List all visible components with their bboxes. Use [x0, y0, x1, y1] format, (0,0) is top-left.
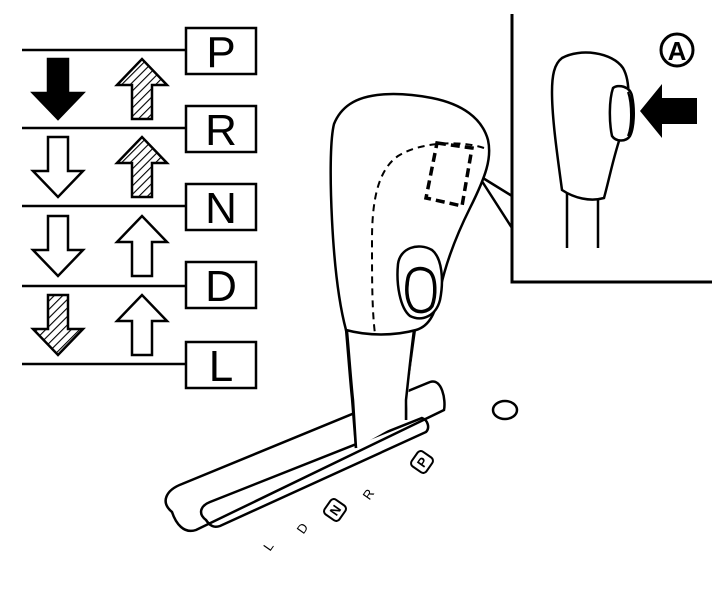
gear-row-d: D [31, 260, 258, 357]
gear-box [184, 104, 258, 154]
gate-label-n: N [323, 498, 347, 522]
gear-box [184, 340, 258, 390]
gear-box [184, 26, 258, 76]
gate-label-d: D [294, 520, 312, 536]
gear-box [184, 182, 258, 232]
shift-down-arrow-icon [31, 214, 85, 278]
gate-slot-inner [199, 416, 430, 528]
inset-button-shade [627, 91, 634, 137]
shift-down-arrow-icon [31, 135, 85, 199]
leader-line [476, 173, 514, 229]
gear-letter: N [205, 184, 237, 233]
gear-letter: P [206, 28, 235, 77]
gate-label-box [410, 450, 434, 474]
inset-detail: A [476, 14, 712, 284]
gate-label-text: D [294, 520, 312, 536]
shift-console: L DNR P [164, 380, 519, 554]
shift-down-arrow-icon [31, 293, 85, 357]
gate-label-text: L [260, 539, 276, 554]
inset-knob [550, 51, 630, 201]
shift-up-arrow-icon [115, 135, 169, 199]
lever-shaft-fill [346, 320, 415, 448]
gear-letter: R [205, 106, 237, 155]
button-shadow [407, 282, 412, 306]
shift-knob [329, 92, 491, 336]
callout-label: A [668, 36, 687, 66]
gate-labels: L DNR P [260, 450, 434, 554]
gear-letter: D [205, 262, 237, 311]
gate-label-p: P [410, 450, 434, 474]
gear-letter: L [209, 342, 233, 391]
inset-shaft [565, 190, 600, 248]
gate-label-box [323, 498, 347, 522]
gate-label-l: L [260, 539, 276, 554]
gear-row-n: N [31, 182, 258, 278]
gear-row-l: L [184, 340, 258, 391]
gate-label-r: R [360, 486, 378, 502]
knob-hidden-line [370, 142, 485, 335]
callout-circle [659, 32, 695, 68]
inset-button [608, 84, 635, 142]
shift-up-arrow-icon [115, 57, 169, 121]
push-arrow-icon [640, 84, 697, 138]
gear-row-r: R [31, 104, 258, 199]
shift-lock-button [405, 266, 437, 314]
shift-up-arrow-icon [115, 214, 169, 278]
inset-frame [510, 14, 712, 284]
gate-label-text: R [360, 486, 378, 502]
shift-down-arrow-icon [31, 57, 85, 121]
shift-up-arrow-icon [115, 293, 169, 357]
gear-box [184, 260, 258, 310]
gear-row-p: P [31, 26, 258, 121]
indicator-lamp [491, 399, 519, 421]
